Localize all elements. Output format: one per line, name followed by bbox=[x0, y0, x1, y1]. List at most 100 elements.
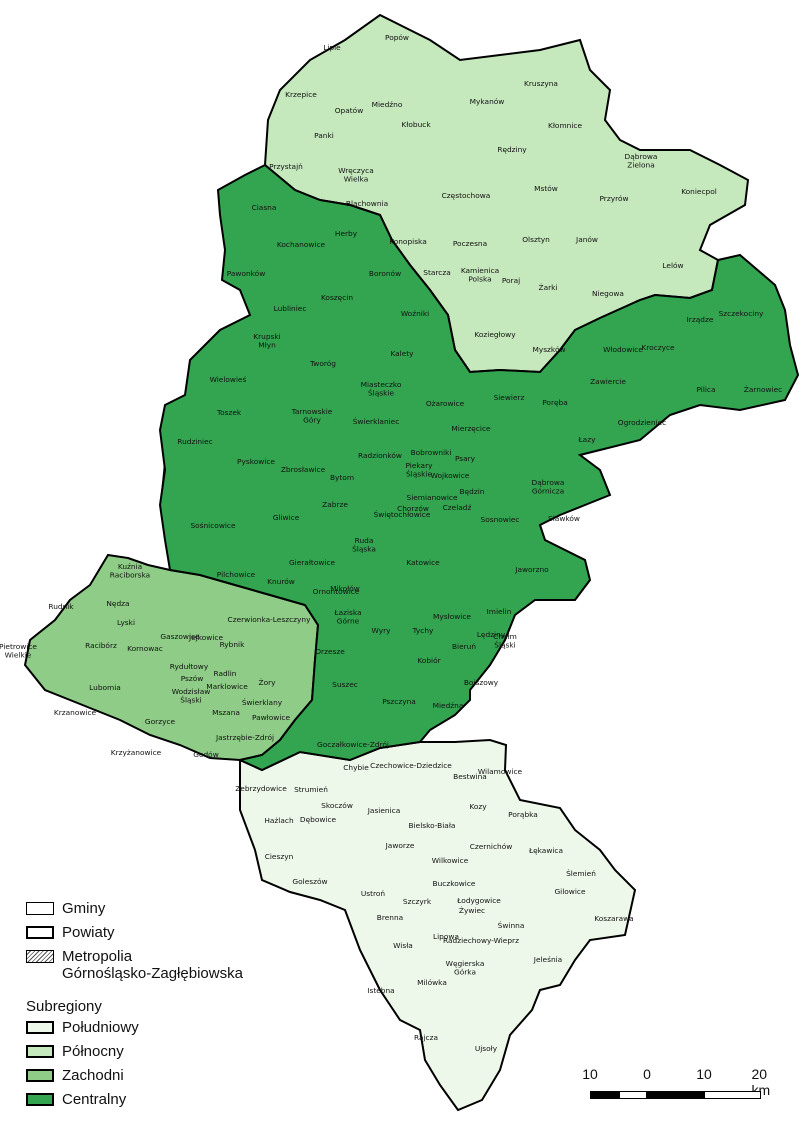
gmina-label: Wielowieś bbox=[210, 375, 247, 384]
scale-label-10: 10 bbox=[696, 1066, 712, 1082]
gmina-label: Irządze bbox=[687, 315, 714, 324]
gmina-label: Cieszyn bbox=[265, 852, 294, 861]
gmina-label: Myszków bbox=[532, 345, 565, 354]
gmina-label: Miedźno bbox=[372, 100, 403, 109]
gmina-label: Pawonków bbox=[227, 269, 266, 278]
gmina-label: Niegowa bbox=[592, 289, 624, 298]
gmina-label: Bielsko-Biała bbox=[409, 821, 456, 830]
gmina-label: Tworóg bbox=[309, 359, 336, 368]
gmina-label: Żory bbox=[259, 678, 277, 687]
gmina-label: Marklowice bbox=[206, 682, 248, 691]
gmina-label: Świętochłowice bbox=[374, 510, 431, 519]
legend-subregion-polnocny: Północny bbox=[26, 1043, 346, 1067]
gmina-label: Blachownia bbox=[346, 199, 388, 208]
legend-swatch-metropolia bbox=[26, 950, 54, 963]
legend-subregion-poludniowy: Południowy bbox=[26, 1019, 346, 1043]
gmina-label: Krzepice bbox=[285, 90, 317, 99]
legend-label-polnocny: Północny bbox=[62, 1043, 124, 1060]
gmina-label: Panki bbox=[314, 131, 334, 140]
gmina-label: Gaszowice bbox=[160, 632, 200, 641]
gmina-label: Kłobuck bbox=[401, 120, 431, 129]
gmina-label: Janów bbox=[575, 235, 598, 244]
gmina-label: Miedźna bbox=[433, 701, 464, 710]
gmina-label: Katowice bbox=[406, 558, 440, 567]
scale-segment-3 bbox=[647, 1091, 704, 1099]
gmina-label: Radlin bbox=[214, 669, 237, 678]
gmina-label: Kornowac bbox=[127, 644, 163, 653]
gmina-label: Chybie bbox=[343, 763, 369, 772]
gmina-label: Skoczów bbox=[321, 801, 353, 810]
gmina-label: Ornontowice bbox=[313, 587, 360, 596]
gmina-label: Starcza bbox=[423, 268, 450, 277]
gmina-label: Pawłowice bbox=[252, 713, 290, 722]
gmina-label: Mykanów bbox=[470, 97, 505, 106]
gmina-label: Popów bbox=[385, 33, 409, 42]
gmina-label: Pilchowice bbox=[217, 570, 256, 579]
gmina-label: Częstochowa bbox=[442, 191, 491, 200]
gmina-label: Rybnik bbox=[220, 640, 246, 649]
legend: Gminy Powiaty Metropolia Górnośląsko-Zag… bbox=[26, 900, 346, 1115]
gmina-label: Hażlach bbox=[264, 816, 294, 825]
gmina-label: Brenna bbox=[377, 913, 403, 922]
gmina-label: Mstów bbox=[534, 184, 558, 193]
gmina-label: Jaworze bbox=[385, 841, 415, 850]
gmina-label: Opatów bbox=[335, 106, 364, 115]
gmina-label: Jasienica bbox=[367, 806, 401, 815]
legend-label-zachodni: Zachodni bbox=[62, 1067, 124, 1084]
gmina-label: Gliwice bbox=[273, 513, 300, 522]
legend-subregion-centralny: Centralny bbox=[26, 1091, 346, 1115]
gmina-label: Kobiór bbox=[417, 656, 441, 665]
gmina-label: Szczyrk bbox=[403, 897, 432, 906]
gmina-label: Ustroń bbox=[361, 889, 386, 898]
gmina-label: Godów bbox=[193, 750, 219, 759]
gmina-label: Krzyżanowice bbox=[111, 748, 162, 757]
gmina-label: Lyski bbox=[117, 618, 135, 627]
legend-swatch-zachodni bbox=[26, 1069, 54, 1082]
gmina-label: Tychy bbox=[412, 626, 434, 635]
gmina-label: Buczkowice bbox=[433, 879, 476, 888]
gmina-label: Żarnowiec bbox=[744, 385, 782, 394]
gmina-label: Sośnicowice bbox=[190, 521, 236, 530]
gmina-label: Ogrodzieniec bbox=[618, 418, 666, 427]
legend-swatch-poludniowy bbox=[26, 1021, 54, 1034]
gmina-label: Strumień bbox=[294, 785, 328, 794]
scale-segment-2 bbox=[619, 1091, 647, 1099]
legend-label-powiaty: Powiaty bbox=[62, 924, 115, 941]
gmina-label: Kochanowice bbox=[277, 240, 326, 249]
gmina-label: Bieruń bbox=[452, 642, 476, 651]
gmina-label: Woźniki bbox=[401, 309, 429, 318]
legend-metropolia: Metropolia Górnośląsko-Zagłębiowska bbox=[26, 948, 346, 992]
gmina-label: Włodowice bbox=[603, 345, 643, 354]
gmina-label: Czerwionka-Leszczyny bbox=[228, 615, 312, 624]
gmina-label: Kozy bbox=[469, 802, 487, 811]
legend-powiaty: Powiaty bbox=[26, 924, 346, 948]
gmina-label: Bobrowniki bbox=[411, 448, 452, 457]
gmina-label: Kalety bbox=[390, 349, 414, 358]
gmina-label: Ciasna bbox=[252, 203, 277, 212]
gmina-label: Herby bbox=[335, 229, 358, 238]
gmina-label: Ślemień bbox=[566, 869, 596, 878]
gmina-label: Rajcza bbox=[414, 1033, 438, 1042]
gmina-label: Sławków bbox=[548, 514, 580, 523]
gmina-label: Gierałtowice bbox=[289, 558, 336, 567]
gmina-label: Jeleśnia bbox=[533, 955, 562, 964]
gmina-label: Zbrosławice bbox=[281, 465, 326, 474]
gmina-label: Koniecpol bbox=[681, 187, 717, 196]
gmina-label: Świnna bbox=[498, 921, 525, 930]
gmina-label: Lubliniec bbox=[274, 304, 307, 313]
gmina-label: Łazy bbox=[578, 435, 597, 444]
gmina-label: Bestwina bbox=[453, 772, 487, 781]
gmina-label: Wilamowice bbox=[478, 767, 523, 776]
gmina-label: Wisła bbox=[393, 941, 413, 950]
gmina-label: Pszczyna bbox=[382, 697, 416, 706]
gmina-label: Siewierz bbox=[494, 393, 525, 402]
gmina-label: Dębowice bbox=[300, 815, 337, 824]
